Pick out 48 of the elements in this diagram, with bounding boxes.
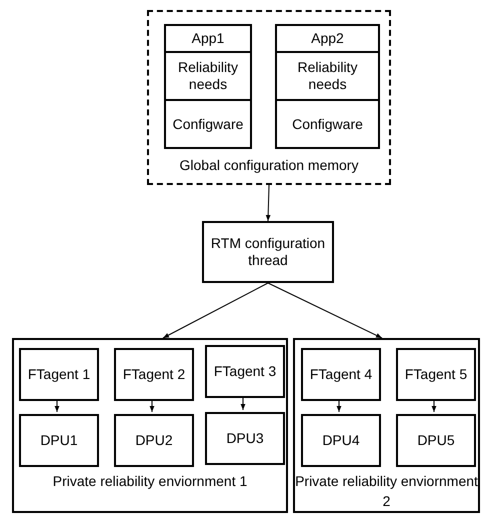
box-label: DPU2	[135, 432, 173, 449]
process-box	[396, 414, 476, 467]
region-label: Private reliability enviornment 2	[295, 472, 478, 512]
region-label: Global configuration memory	[178, 156, 360, 175]
box-label: RTM configuration thread	[210, 235, 326, 269]
arrow	[150, 398, 154, 412]
process-box	[301, 348, 381, 401]
box-label: FTagent 5	[404, 366, 468, 383]
process-box	[114, 348, 194, 401]
box-label: DPU5	[417, 432, 455, 449]
region-label: Private reliability enviornment 1	[52, 472, 248, 491]
box-label: App2	[311, 30, 344, 47]
process-box	[396, 348, 476, 401]
arrow	[162, 282, 268, 338]
process-box	[19, 414, 99, 467]
box-label: DPU1	[40, 432, 78, 449]
process-box	[275, 99, 380, 149]
box-label: DPU3	[226, 430, 264, 447]
box-label: FTagent 1	[28, 366, 90, 383]
box-label: Reliability needs	[296, 59, 358, 93]
process-box	[114, 414, 194, 467]
arrow	[268, 282, 382, 338]
box-label: Configware	[292, 116, 363, 132]
environment-region	[12, 338, 288, 513]
process-box	[19, 348, 99, 401]
process-box	[202, 221, 334, 283]
environment-region	[293, 338, 480, 513]
box-label: FTagent 2	[122, 366, 186, 383]
process-box	[275, 51, 380, 101]
arrow	[432, 398, 436, 412]
arrow	[240, 396, 246, 410]
arrow	[336, 398, 342, 412]
process-box	[164, 51, 252, 101]
box-label: Configware	[172, 116, 244, 132]
box-label: FTagent 3	[214, 363, 276, 380]
process-box	[275, 24, 380, 53]
arrow	[266, 184, 271, 222]
process-box	[205, 345, 285, 398]
arrow	[54, 398, 60, 412]
box-label: DPU4	[322, 432, 360, 449]
process-box	[301, 414, 381, 467]
memory-region	[147, 10, 391, 185]
process-box	[164, 99, 252, 149]
process-box	[164, 24, 252, 53]
box-label: App1	[192, 30, 224, 47]
box-label: Reliability needs	[177, 59, 239, 93]
process-box	[205, 412, 285, 465]
box-label: FTagent 4	[310, 366, 372, 383]
